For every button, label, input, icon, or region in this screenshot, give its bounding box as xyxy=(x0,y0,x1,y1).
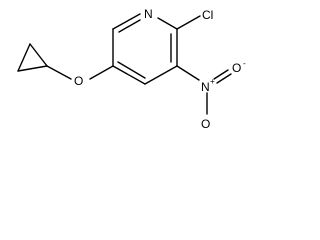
nitro-plus-charge: + xyxy=(210,77,215,86)
bond-nitro-o-top-b xyxy=(216,73,232,84)
atom-oxygen-ether: O xyxy=(74,74,83,88)
atom-nitro-oxygen-top: O xyxy=(232,61,241,75)
bond-c3-c4 xyxy=(144,65,178,85)
bond-cyclopropyl-3 xyxy=(29,43,48,67)
bond-c4-c5-outer xyxy=(112,65,146,85)
bond-o-cyclopropyl xyxy=(46,65,72,80)
bond-c4-c5-inner xyxy=(117,61,146,79)
atom-nitro-nitrogen: N xyxy=(201,80,210,94)
nitro-minus-charge: - xyxy=(243,59,246,68)
bond-c2-cl xyxy=(176,15,201,30)
bond-nitro-o-top-a xyxy=(213,69,229,80)
bond-c3-nitro xyxy=(176,65,200,81)
atom-nitro-oxygen-bottom: O xyxy=(201,117,210,131)
bond-cyclopropyl-2 xyxy=(17,43,31,72)
bond-cyclopropyl-1 xyxy=(17,65,48,72)
structure-diagram: N Cl O N + O - O xyxy=(0,0,263,137)
bond-n-c2 xyxy=(157,17,178,30)
molecule-svg: N Cl O N + O - O xyxy=(17,7,246,131)
atom-chlorine: Cl xyxy=(202,8,213,22)
atom-nitrogen-ring: N xyxy=(144,7,153,21)
bond-c5-o xyxy=(89,65,114,80)
bond-c6-n-inner xyxy=(118,19,141,33)
bond-c6-n-outer xyxy=(112,13,141,30)
